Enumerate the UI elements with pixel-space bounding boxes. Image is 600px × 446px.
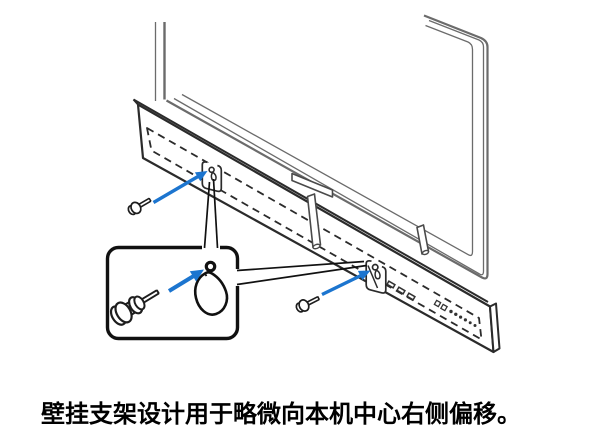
keyhole-slot-right	[365, 259, 387, 294]
callout-leader-line	[212, 178, 219, 249]
tv-stand-leg	[306, 193, 322, 250]
callout-leader-line	[236, 264, 367, 286]
screw-left-icon	[125, 193, 154, 218]
insertion-arrows	[152, 171, 371, 297]
mount-template-dashed-outline	[146, 127, 483, 341]
keyhole-icon	[371, 263, 379, 271]
screw-right-icon	[293, 292, 322, 316]
arrow-callout-icon	[167, 269, 204, 293]
tv-stand-mount	[291, 172, 430, 256]
arrow-left-icon	[152, 171, 208, 204]
screw-detail-icon	[109, 289, 160, 326]
callout-leader-line	[236, 260, 365, 272]
tv-illustration	[154, 14, 489, 280]
keyhole-icon	[208, 166, 215, 174]
callout-box	[105, 178, 367, 341]
arrow-right-icon	[321, 270, 371, 297]
callout-leader-line	[203, 181, 211, 249]
figure-caption: 壁挂支架设计用于略微向本机中心右侧偏移。	[41, 400, 521, 428]
keyhole-slot-left	[201, 161, 223, 193]
rear-port-icons	[386, 280, 477, 327]
keyhole-detail-icon	[193, 260, 229, 316]
